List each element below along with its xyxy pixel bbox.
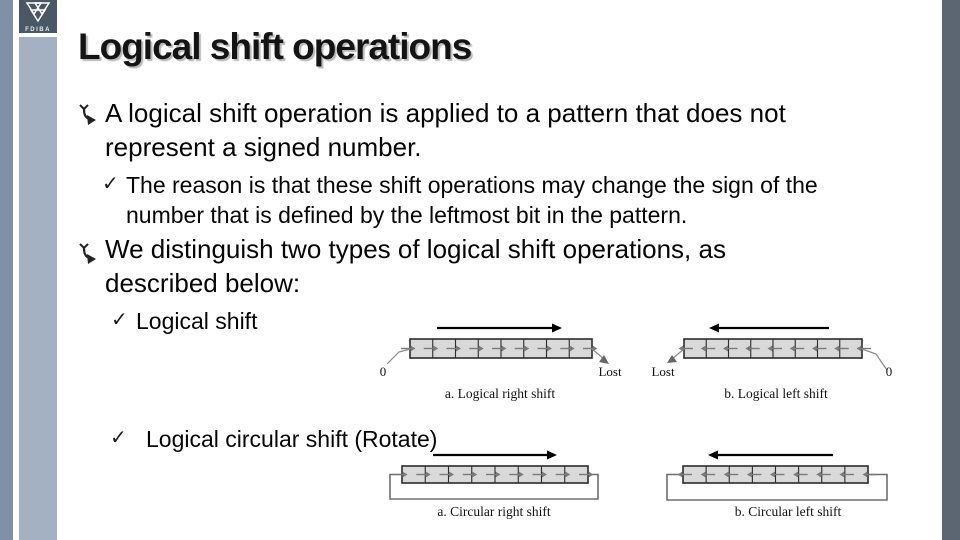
page-title: Logical shift operations [78, 26, 472, 67]
bullet-text: A logical shift operation is applied to … [105, 98, 786, 162]
sub-bullet-text: Logical shift [136, 308, 258, 334]
diagram-label: Lost [651, 364, 675, 379]
sub-bullet-logical-shift: ✓ Logical shift [111, 306, 257, 336]
diagram-label: 0 [380, 364, 387, 379]
diagram-circular-left-shift: b. Circular left shift [666, 450, 888, 519]
logo-divider [19, 33, 57, 37]
checkmark-icon: ✓ [110, 427, 127, 449]
diagram-caption: b. Circular left shift [735, 504, 842, 519]
diagram-circular-right-shift: a. Circular right shift [389, 450, 599, 519]
bullet-logical-shift-intro: A logical shift operation is applied to … [78, 96, 786, 164]
diagram-caption: a. Circular right shift [437, 504, 550, 519]
fdiba-logo-emblem-icon [25, 2, 51, 23]
diagram-label: 0 [886, 364, 893, 379]
diagram-logical-left-shift: Lost 0 b. Logical left shift [651, 323, 893, 401]
fdiba-logo-text: FDIBA [25, 27, 51, 33]
sub-bullet-text: Logical circular shift (Rotate) [146, 426, 438, 452]
fdiba-logo: FDIBA [19, 0, 57, 33]
sub-bullet-reason: ✓ The reason is that these shift operati… [102, 170, 818, 230]
bullet-text: We distinguish two types of logical shif… [105, 234, 726, 298]
diagram-caption: a. Logical right shift [445, 386, 555, 401]
diagram-logical-right-shift: 0 Lost a. Logical right shift [380, 323, 622, 401]
left-accent-bar [0, 0, 13, 540]
sub-bullet-text: The reason is that these shift operation… [126, 172, 818, 228]
right-accent-bar [942, 0, 960, 540]
left-column-bar [19, 0, 57, 540]
checkmark-icon: ✓ [102, 173, 119, 195]
diagram-caption: b. Logical left shift [724, 386, 828, 401]
curved-arrow-bullet-icon [78, 104, 96, 130]
diagram-label: Lost [598, 364, 622, 379]
checkmark-icon: ✓ [111, 309, 128, 331]
bullet-two-types: We distinguish two types of logical shif… [78, 232, 726, 300]
sub-bullet-circular-shift: ✓ Logical circular shift (Rotate) [110, 424, 437, 454]
curved-arrow-bullet-icon [78, 243, 96, 269]
